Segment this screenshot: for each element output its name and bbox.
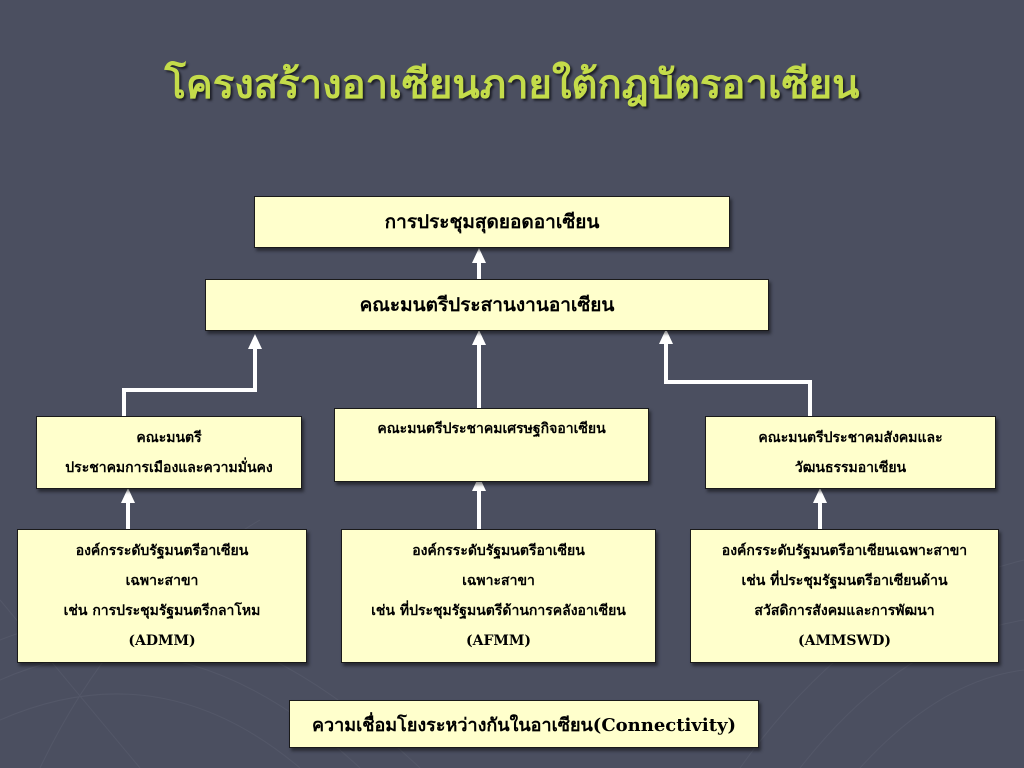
ammswd-line3: สวัสดิการสังคมและการพัฒนา <box>754 603 935 619</box>
ammswd-box: องค์กรระดับรัฐมนตรีอาเซียนเฉพาะสาขา เช่น… <box>690 529 999 663</box>
ammswd-line2: เช่น ที่ประชุมรัฐมนตรีอาเซียนด้าน <box>741 573 948 589</box>
admm-line1: องค์กรระดับรัฐมนตรีอาเซียน <box>75 543 249 559</box>
economic-council-box: คณะมนตรีประชาคมเศรษฐกิจอาเซียน <box>334 408 649 482</box>
summit-box: การประชุมสุดยอดอาเซียน <box>254 196 730 248</box>
summit-label: การประชุมสุดยอดอาเซียน <box>384 211 600 233</box>
admm-line2: เฉพาะสาขา <box>125 573 199 589</box>
afmm-line3: เช่น ที่ประชุมรัฐมนตรีด้านการคลังอาเซียน <box>371 603 626 619</box>
afmm-line1: องค์กรระดับรัฐมนตรีอาเซียน <box>412 543 585 559</box>
connectivity-box: ความเชื่อมโยงระหว่างกันในอาเซียน(Connect… <box>289 700 759 748</box>
admm-line4: (ADMM) <box>128 633 196 649</box>
political-council-line2: ประชาคมการเมืองและความมั่นคง <box>65 459 273 476</box>
afmm-line4: (AFMM) <box>465 633 532 649</box>
connectivity-label: ความเชื่อมโยงระหว่างกันในอาเซียน(Connect… <box>312 714 736 736</box>
admm-line3: เช่น การประชุมรัฐมนตรีกลาโหม <box>63 603 261 619</box>
afmm-line2: เฉพาะสาขา <box>462 573 535 589</box>
socio-cultural-council-line2: วัฒนธรรมอาเซียน <box>794 459 907 476</box>
socio-cultural-council-line1: คณะมนตรีประชาคมสังคมและ <box>758 429 943 446</box>
coordinating-council-box: คณะมนตรีประสานงานอาเซียน <box>205 279 769 331</box>
slide-title: โครงสร้างอาเซียนภายใต้กฎบัตรอาเซียน <box>164 61 860 108</box>
economic-council-line1: คณะมนตรีประชาคมเศรษฐกิจอาเซียน <box>377 421 606 437</box>
socio-cultural-council-box: คณะมนตรีประชาคมสังคมและ วัฒนธรรมอาเซียน <box>705 416 996 489</box>
ammswd-line4: (AMMSWD) <box>797 633 892 649</box>
admm-box: องค์กรระดับรัฐมนตรีอาเซียน เฉพาะสาขา เช่… <box>17 529 307 663</box>
afmm-box: องค์กรระดับรัฐมนตรีอาเซียน เฉพาะสาขา เช่… <box>341 529 656 663</box>
political-security-council-box: คณะมนตรี ประชาคมการเมืองและความมั่นคง <box>36 416 302 489</box>
political-council-line1: คณะมนตรี <box>136 429 202 446</box>
coordinating-council-label: คณะมนตรีประสานงานอาเซียน <box>359 294 615 316</box>
ammswd-line1: องค์กรระดับรัฐมนตรีอาเซียนเฉพาะสาขา <box>721 543 968 559</box>
